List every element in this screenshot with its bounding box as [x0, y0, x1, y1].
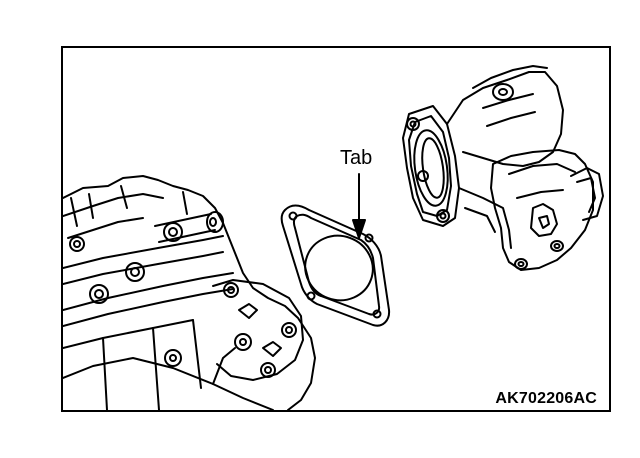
tab-callout-arrow: [352, 173, 366, 239]
figure-frame: Tab AK702206AC: [61, 46, 611, 412]
figure-code: AK702206AC: [495, 390, 597, 407]
assembly-drawing: [63, 65, 604, 410]
gasket: [280, 204, 391, 327]
throttle-body: [402, 65, 604, 271]
intake-manifold: [63, 175, 316, 410]
tab-callout-label: Tab: [340, 147, 373, 169]
